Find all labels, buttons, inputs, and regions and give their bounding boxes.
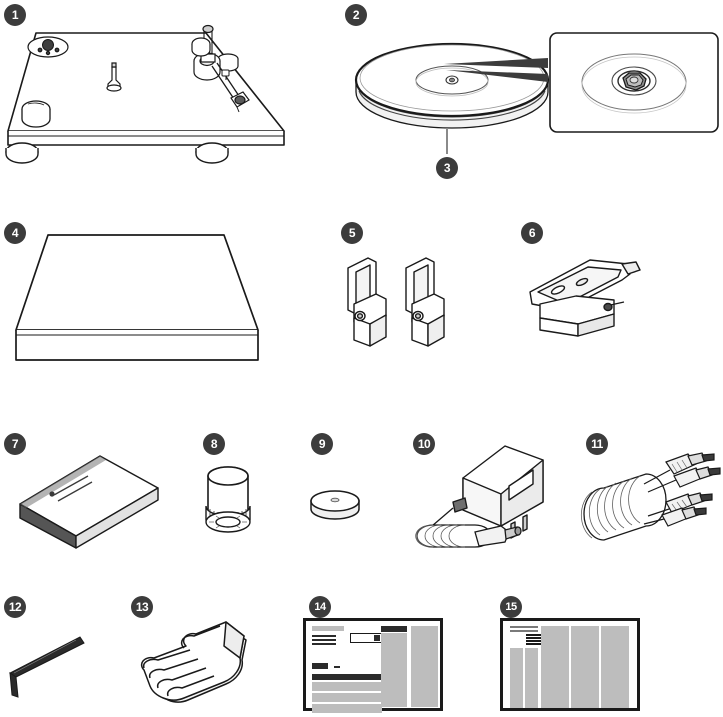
warranty-page-layout	[503, 621, 637, 708]
warranty-bar	[526, 637, 548, 639]
manual-label-dark	[312, 663, 328, 669]
warranty-column	[571, 626, 599, 708]
callout-badge-9: 9	[311, 433, 333, 455]
warranty-text-line	[510, 630, 538, 632]
manual-table-row	[312, 704, 382, 713]
manual-left-column	[306, 621, 382, 713]
manual-column-body	[410, 626, 438, 707]
manual-title-bar	[312, 626, 344, 631]
manual-table-row	[312, 693, 382, 702]
callout-badge-5: 5	[341, 222, 363, 244]
manual-field-box	[350, 633, 382, 643]
part-dust-cover	[8, 232, 268, 367]
warranty-column	[510, 648, 523, 708]
manual-right-column	[410, 621, 440, 708]
part-turntable-plinth-with-tonearm	[0, 14, 300, 174]
manual-table-row	[312, 682, 382, 691]
warranty-bar	[526, 643, 548, 645]
callout-badge-11: 11	[586, 433, 608, 455]
manual-column-header	[381, 626, 407, 632]
warranty-text-line	[510, 626, 538, 628]
part-instruction-manual	[303, 618, 443, 713]
part-accessory-box	[12, 448, 162, 549]
callout-badge-10: 10	[413, 433, 435, 455]
part-rca-audio-cable	[578, 452, 723, 557]
part-counterweight	[200, 466, 256, 538]
detail-inset-spindle-bearing	[430, 30, 722, 138]
part-hex-allen-key	[4, 625, 94, 698]
warranty-column	[525, 648, 538, 708]
part-ac-power-adapter	[405, 440, 555, 555]
callout-badge-15: 15	[500, 596, 522, 618]
callout-badge-14: 14	[309, 596, 331, 618]
part-protective-gloves	[128, 618, 258, 713]
manual-text-line	[312, 639, 336, 641]
manual-text-line	[312, 643, 336, 645]
callout-badge-12: 12	[4, 596, 26, 618]
warranty-bar	[526, 640, 548, 642]
callout-badge-2: 2	[345, 4, 367, 26]
callout-badge-3: 3	[436, 157, 458, 179]
manual-table-header	[312, 674, 382, 680]
warranty-column	[541, 626, 569, 708]
manual-label-dash	[334, 666, 340, 668]
part-cartridge-headshell	[518, 252, 648, 342]
callout-badge-7: 7	[4, 433, 26, 455]
part-45rpm-adapter-puck	[305, 487, 365, 527]
warranty-bar	[526, 634, 548, 636]
manual-column-body	[381, 633, 407, 707]
manual-field-marker	[374, 635, 380, 641]
leader-line-belt	[446, 128, 448, 154]
callout-badge-6: 6	[521, 222, 543, 244]
callout-badge-1: 1	[4, 4, 26, 26]
callout-badge-8: 8	[203, 433, 225, 455]
manual-middle-column	[381, 621, 410, 708]
warranty-column	[601, 626, 629, 708]
manual-text-line	[312, 635, 336, 637]
manual-page-layout	[306, 621, 440, 713]
callout-badge-4: 4	[4, 222, 26, 244]
part-warranty-card	[500, 618, 640, 711]
part-dust-cover-hinges	[340, 252, 460, 347]
callout-badge-13: 13	[131, 596, 153, 618]
